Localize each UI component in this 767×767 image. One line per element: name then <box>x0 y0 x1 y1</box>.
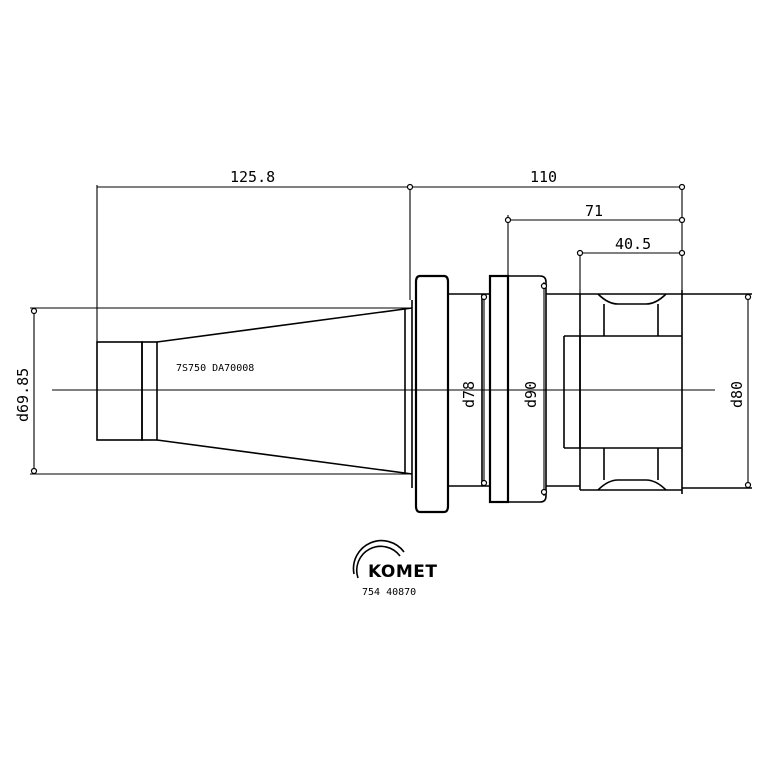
dim-taper-diameter: d69.85 <box>14 368 32 422</box>
dim-bore-diameter: d80 <box>728 381 746 408</box>
bore-head <box>563 290 752 494</box>
dim-flange-diameter: d78 <box>460 381 478 408</box>
neck <box>448 293 490 487</box>
model-number: 754 40870 <box>362 587 416 598</box>
brand-name: KOMET <box>368 562 438 582</box>
dimension-markers <box>30 183 752 496</box>
flange <box>414 274 450 514</box>
taper-shank <box>96 300 413 488</box>
dim-taper-length: 125.8 <box>230 168 275 186</box>
dimension-lines <box>30 185 749 496</box>
brand-logo: KOMET 754 40870 <box>352 539 438 598</box>
dim-body-diameter: d90 <box>522 381 540 408</box>
main-body <box>488 274 580 504</box>
dim-body-length: 71 <box>585 202 603 220</box>
dim-total-length: 110 <box>530 168 557 186</box>
dim-bore-depth: 40.5 <box>615 235 651 253</box>
part-code-label: 7S750 DA70008 <box>176 363 254 374</box>
